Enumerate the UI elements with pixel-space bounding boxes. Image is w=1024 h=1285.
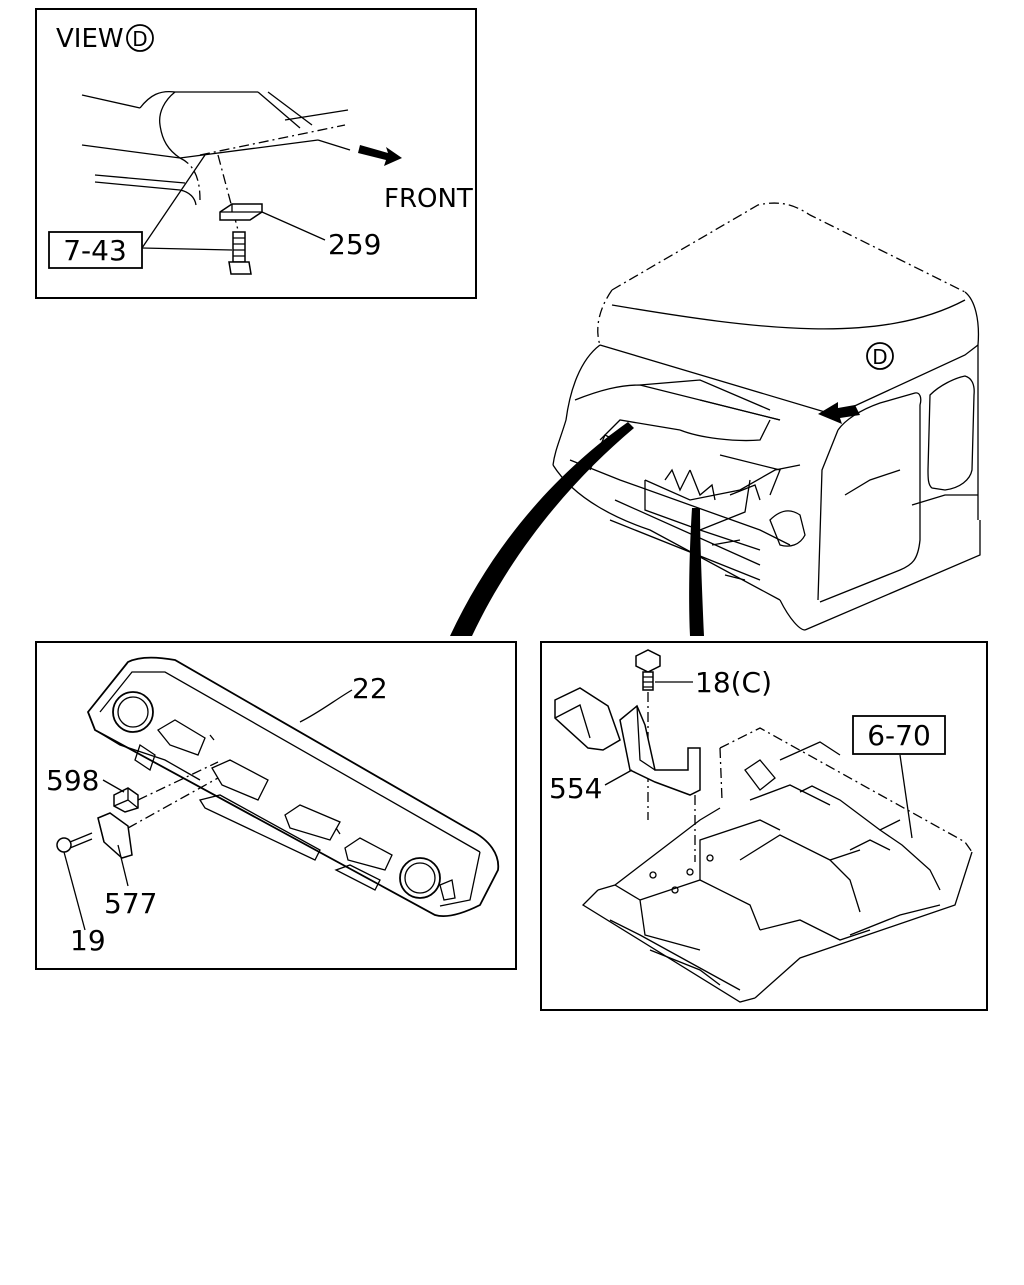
ref-6-70-label: 6-70 xyxy=(867,719,931,752)
bracket-577 xyxy=(97,812,133,859)
leader-7-43-a xyxy=(141,154,206,249)
roof-structure-drawing xyxy=(81,90,351,231)
clip-598 xyxy=(113,787,139,813)
instrument-panel-part-22 xyxy=(86,656,500,918)
screw-7-43 xyxy=(228,231,252,275)
view-d-panel: VIEW D FRONT xyxy=(35,8,477,299)
floor-pan-drawing xyxy=(581,727,973,1003)
ref-box-7-43 xyxy=(48,231,143,269)
floor-panel-frame xyxy=(540,641,988,1011)
instrument-panel-detail: 22 598 577 19 xyxy=(35,641,517,970)
part-598-label: 598 xyxy=(46,764,99,797)
bolt-18c xyxy=(635,649,661,691)
view-title: VIEW xyxy=(56,24,124,54)
view-letter: D xyxy=(132,27,147,51)
part-577-label: 577 xyxy=(104,887,157,920)
leader-7-43-b xyxy=(141,247,233,251)
bracket-554 xyxy=(554,687,701,796)
part-554-label: 554 xyxy=(549,772,602,805)
callout-sweep-floor xyxy=(689,508,704,636)
leader-259 xyxy=(261,211,326,241)
screw-19 xyxy=(56,832,93,853)
leader-554 xyxy=(604,769,633,786)
ref-box-6-70 xyxy=(852,715,946,755)
instrument-panel-frame xyxy=(35,641,517,970)
front-label: FRONT xyxy=(384,184,473,214)
dash-577 xyxy=(127,777,219,829)
leader-598 xyxy=(102,779,125,793)
leader-19 xyxy=(63,851,86,931)
view-d-frame xyxy=(35,8,477,299)
part-18c-label: 18(C) xyxy=(695,666,772,699)
view-letter-circle: D xyxy=(126,24,154,52)
part-259-pad xyxy=(219,203,263,221)
leader-577 xyxy=(117,844,129,887)
leader-6-70 xyxy=(899,754,913,839)
part-22-label: 22 xyxy=(352,672,388,705)
dash-598 xyxy=(137,761,219,801)
cab-view-letter: D xyxy=(872,345,887,369)
cab-view-letter-circle: D xyxy=(866,342,894,370)
cab-overview: D xyxy=(450,202,981,636)
part-19-label: 19 xyxy=(70,924,106,957)
part-259-label: 259 xyxy=(328,228,381,261)
floor-panel-detail: 18(C) 554 xyxy=(540,641,988,1011)
ref-7-43-label: 7-43 xyxy=(63,234,127,267)
roof-view-arrow xyxy=(818,402,860,424)
callout-sweep-instrument-panel xyxy=(450,422,634,636)
front-arrow xyxy=(358,145,402,166)
leader-22 xyxy=(299,689,353,723)
